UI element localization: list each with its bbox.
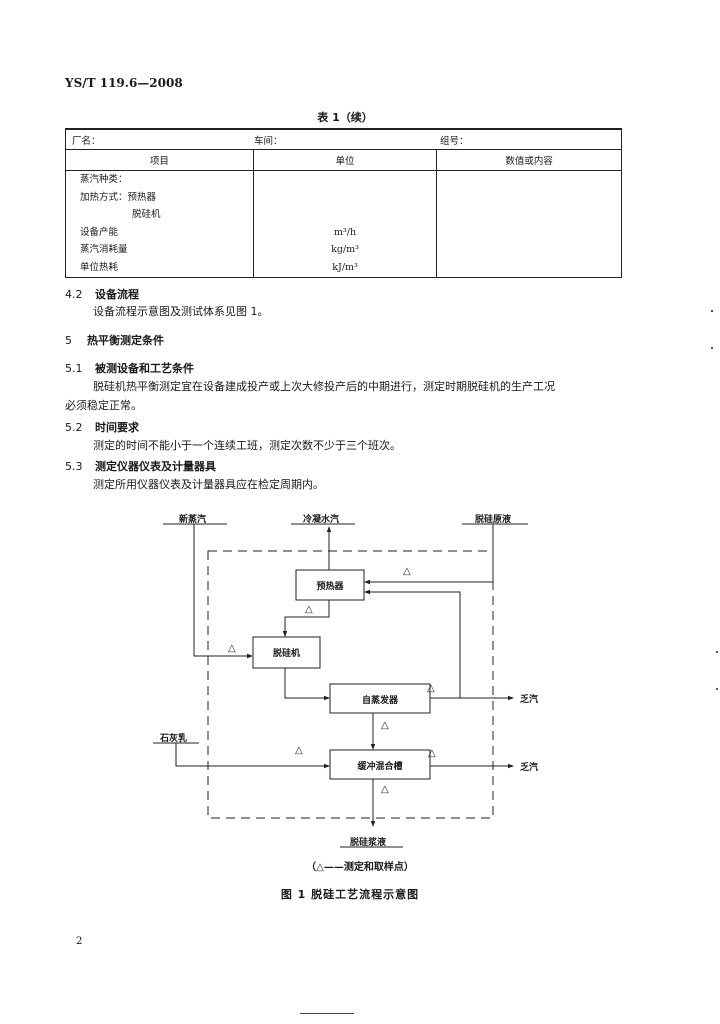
table-item: 单位热耗 (80, 261, 119, 273)
table-item: 蒸汽消耗量 (80, 244, 128, 255)
table-item: 脱硅机 (132, 209, 161, 220)
section-heading-5-3: 5.3 测定仪器仪表及计量器具 (65, 458, 216, 474)
section-title: 时间要求 (95, 421, 139, 434)
measurement-point-icon: △ (428, 748, 436, 759)
scan-artifact (716, 651, 718, 653)
paragraph-line: 测定的时间不能小于一个连续工班，测定次数不少于三个班次。 (93, 439, 401, 452)
paragraph-line: 设备流程示意图及测试体系见图 1。 (93, 305, 269, 318)
section-heading-4-2: 4.2 设备流程 (65, 286, 139, 302)
measurement-point-icon: △ (381, 784, 389, 795)
flash-evaporator-label: 自蒸发器 (361, 696, 398, 706)
table-info-row: 厂名： 车间： 组号： (65, 128, 622, 150)
table-item: 加热方式：预热器 (80, 191, 157, 203)
desilicator-to-evaporator (284, 668, 330, 701)
section-heading-5-2: 5.2 时间要求 (65, 419, 139, 435)
standard-code: YS/T 119.6—2008 (65, 76, 183, 90)
table-caption: 表 1（续） (317, 111, 373, 124)
scan-artifact-line (300, 1013, 354, 1014)
section-heading-5: 5 热平衡测定条件 (65, 332, 164, 348)
paragraph-line: 测定所用仪器仪表及计量器具应在检定周期内。 (93, 478, 324, 491)
lime-milk-label: 石灰乳 (160, 734, 188, 744)
paragraph-line: 脱硅机热平衡测定宜在设备建成投产或上次大修投产后的中期进行，测定时期脱硅机的生产… (93, 380, 555, 393)
table-value-cell (436, 170, 622, 278)
preheater-label: 预热器 (316, 582, 344, 592)
measurement-point-icon: △ (381, 720, 389, 731)
fresh-steam-flow (193, 524, 253, 659)
section-title: 设备流程 (95, 288, 139, 301)
table-unit (260, 171, 431, 189)
section-title: 被测设备和工艺条件 (95, 362, 194, 375)
exhaust-steam-label: 乏汽 (520, 763, 539, 773)
condensed-steam-label: 冷凝水汽 (303, 515, 340, 525)
measurement-point-icon: △ (403, 566, 411, 577)
workshop-label: 车间： (254, 135, 283, 147)
table-unit (260, 189, 431, 207)
section-title: 热平衡测定条件 (87, 334, 164, 347)
flash-steam-to-preheater (364, 589, 461, 698)
page-number: 2 (76, 936, 83, 947)
table-item: 设备产能 (80, 226, 119, 238)
section-body-4-2: 设备流程示意图及测试体系见图 1。 (65, 302, 625, 321)
paragraph-line: 必须稳定正常。 (65, 399, 142, 412)
raw-liquor-flow (364, 524, 494, 585)
measurement-point-icon: △ (427, 683, 435, 694)
buffer-tank-label: 缓冲混合槽 (357, 762, 403, 772)
column-header: 项目 (65, 149, 254, 171)
section-title: 测定仪器仪表及计量器具 (95, 460, 216, 473)
measurement-point-icon: △ (295, 745, 303, 756)
figure-caption: 图 1 脱硅工艺流程示意图 (280, 888, 420, 901)
fresh-steam-label: 新蒸汽 (179, 515, 207, 525)
table-body-row: 蒸汽种类： 加热方式：预热器 脱硅机 设备产能 蒸汽消耗量 单位热耗 m³/h … (65, 170, 622, 278)
raw-liquor-label: 脱硅原液 (475, 515, 512, 525)
section-body-5-2: 测定的时间不能小于一个连续工班，测定次数不少于三个班次。 (65, 436, 625, 455)
lime-milk-flow (175, 743, 330, 769)
exhaust-steam-label: 乏汽 (520, 695, 539, 705)
desilicated-slurry-label: 脱硅浆液 (350, 838, 387, 848)
section-number: 5.1 (65, 362, 83, 375)
scan-artifact (711, 310, 713, 312)
group-label: 组号： (440, 135, 469, 147)
section-number: 5.3 (65, 460, 83, 473)
column-header: 单位 (252, 149, 438, 171)
table-unit: kg/m³ (331, 244, 359, 255)
measurement-point-icon: △ (228, 643, 236, 654)
table-header-row: 项目 单位 数值或内容 (65, 149, 622, 171)
desilicator-label: 脱硅机 (272, 649, 300, 659)
section-number: 5 (65, 334, 72, 347)
factory-label: 厂名： (72, 135, 101, 147)
table-unit (260, 206, 431, 224)
section-number: 4.2 (65, 288, 83, 301)
parameter-table: 厂名： 车间： 组号： 项目 单位 数值或内容 蒸汽种类： 加热方式：预热器 脱… (65, 128, 622, 278)
section-body-5-3: 测定所用仪器仪表及计量器具应在检定周期内。 (65, 475, 625, 494)
scan-artifact (711, 347, 713, 349)
table-unit: kJ/m³ (332, 261, 358, 273)
diagram-legend: （△——测定和取样点） (306, 862, 414, 873)
section-heading-5-1: 5.1 被测设备和工艺条件 (65, 360, 194, 376)
table-item: 蒸汽种类： (80, 174, 128, 185)
column-header: 数值或内容 (436, 149, 622, 171)
table-unit: m³/h (333, 226, 357, 238)
section-number: 5.2 (65, 421, 83, 434)
measurement-point-icon: △ (305, 604, 313, 615)
section-body-5-1: 脱硅机热平衡测定宜在设备建成投产或上次大修投产后的中期进行，测定时期脱硅机的生产… (65, 377, 625, 415)
scan-artifact (716, 688, 718, 690)
